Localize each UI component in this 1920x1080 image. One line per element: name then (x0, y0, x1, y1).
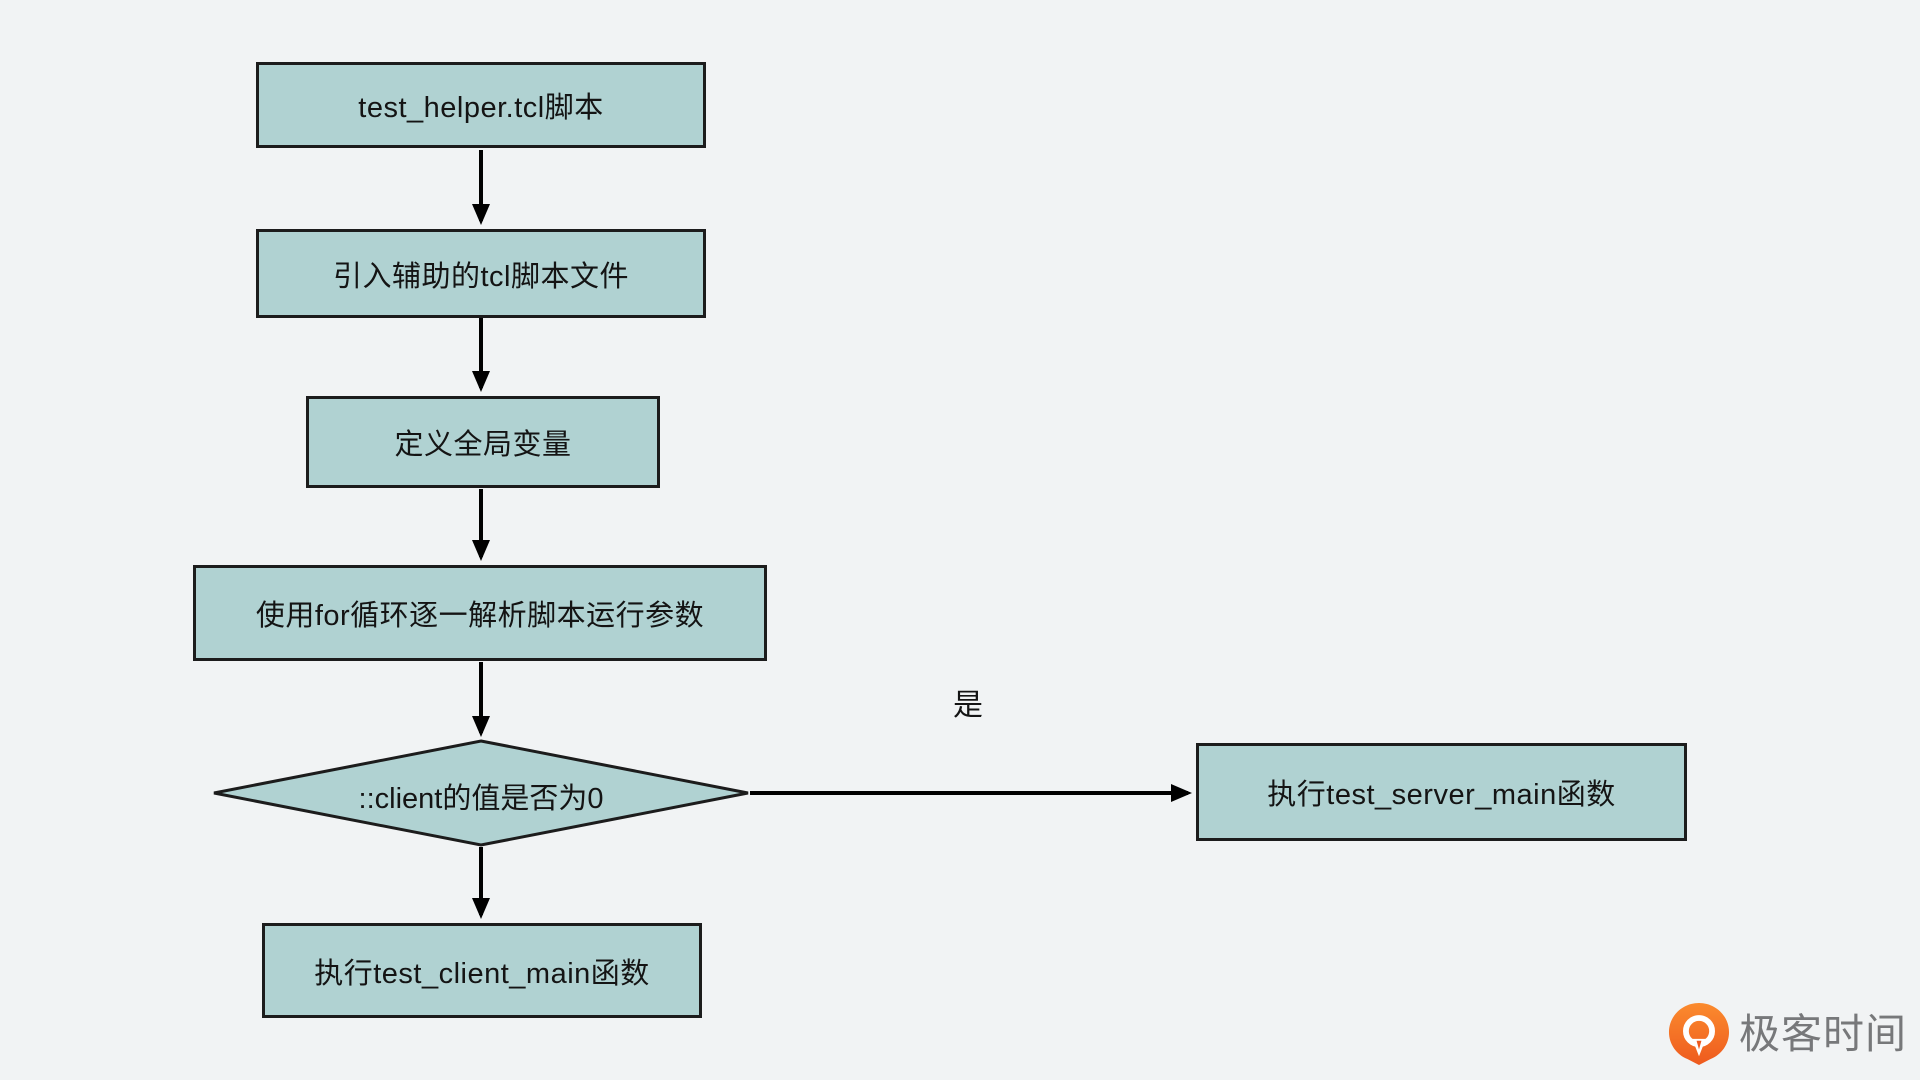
node-run-client-main: 执行test_client_main函数 (262, 923, 702, 1018)
node-label: 定义全局变量 (394, 429, 572, 461)
node-label: 使用for循环逐一解析脚本运行参数 (255, 600, 705, 632)
node-parse-args-loop: 使用for循环逐一解析脚本运行参数 (193, 565, 767, 661)
node-test-helper-script: test_helper.tcl脚本 (256, 62, 706, 148)
decision-diamond-shape (213, 739, 749, 847)
node-run-server-main: 执行test_server_main函数 (1196, 743, 1687, 841)
node-client-check-label: ::client的值是否为0 (358, 783, 604, 815)
node-label: 执行test_client_main函数 (314, 957, 650, 990)
geektime-logo-text: 极客时间 (1739, 1010, 1907, 1057)
node-label: 执行test_server_main函数 (1267, 779, 1616, 811)
geektime-logo: 极客时间 (1668, 1002, 1907, 1066)
geektime-logo-icon (1668, 1003, 1730, 1065)
node-import-tcl-files: 引入辅助的tcl脚本文件 (256, 229, 706, 318)
edge-yes-label: 是 (953, 689, 983, 722)
node-define-globals: 定义全局变量 (306, 396, 660, 488)
node-label: 引入辅助的tcl脚本文件 (332, 260, 629, 293)
node-label: test_helper.tcl脚本 (358, 92, 604, 124)
